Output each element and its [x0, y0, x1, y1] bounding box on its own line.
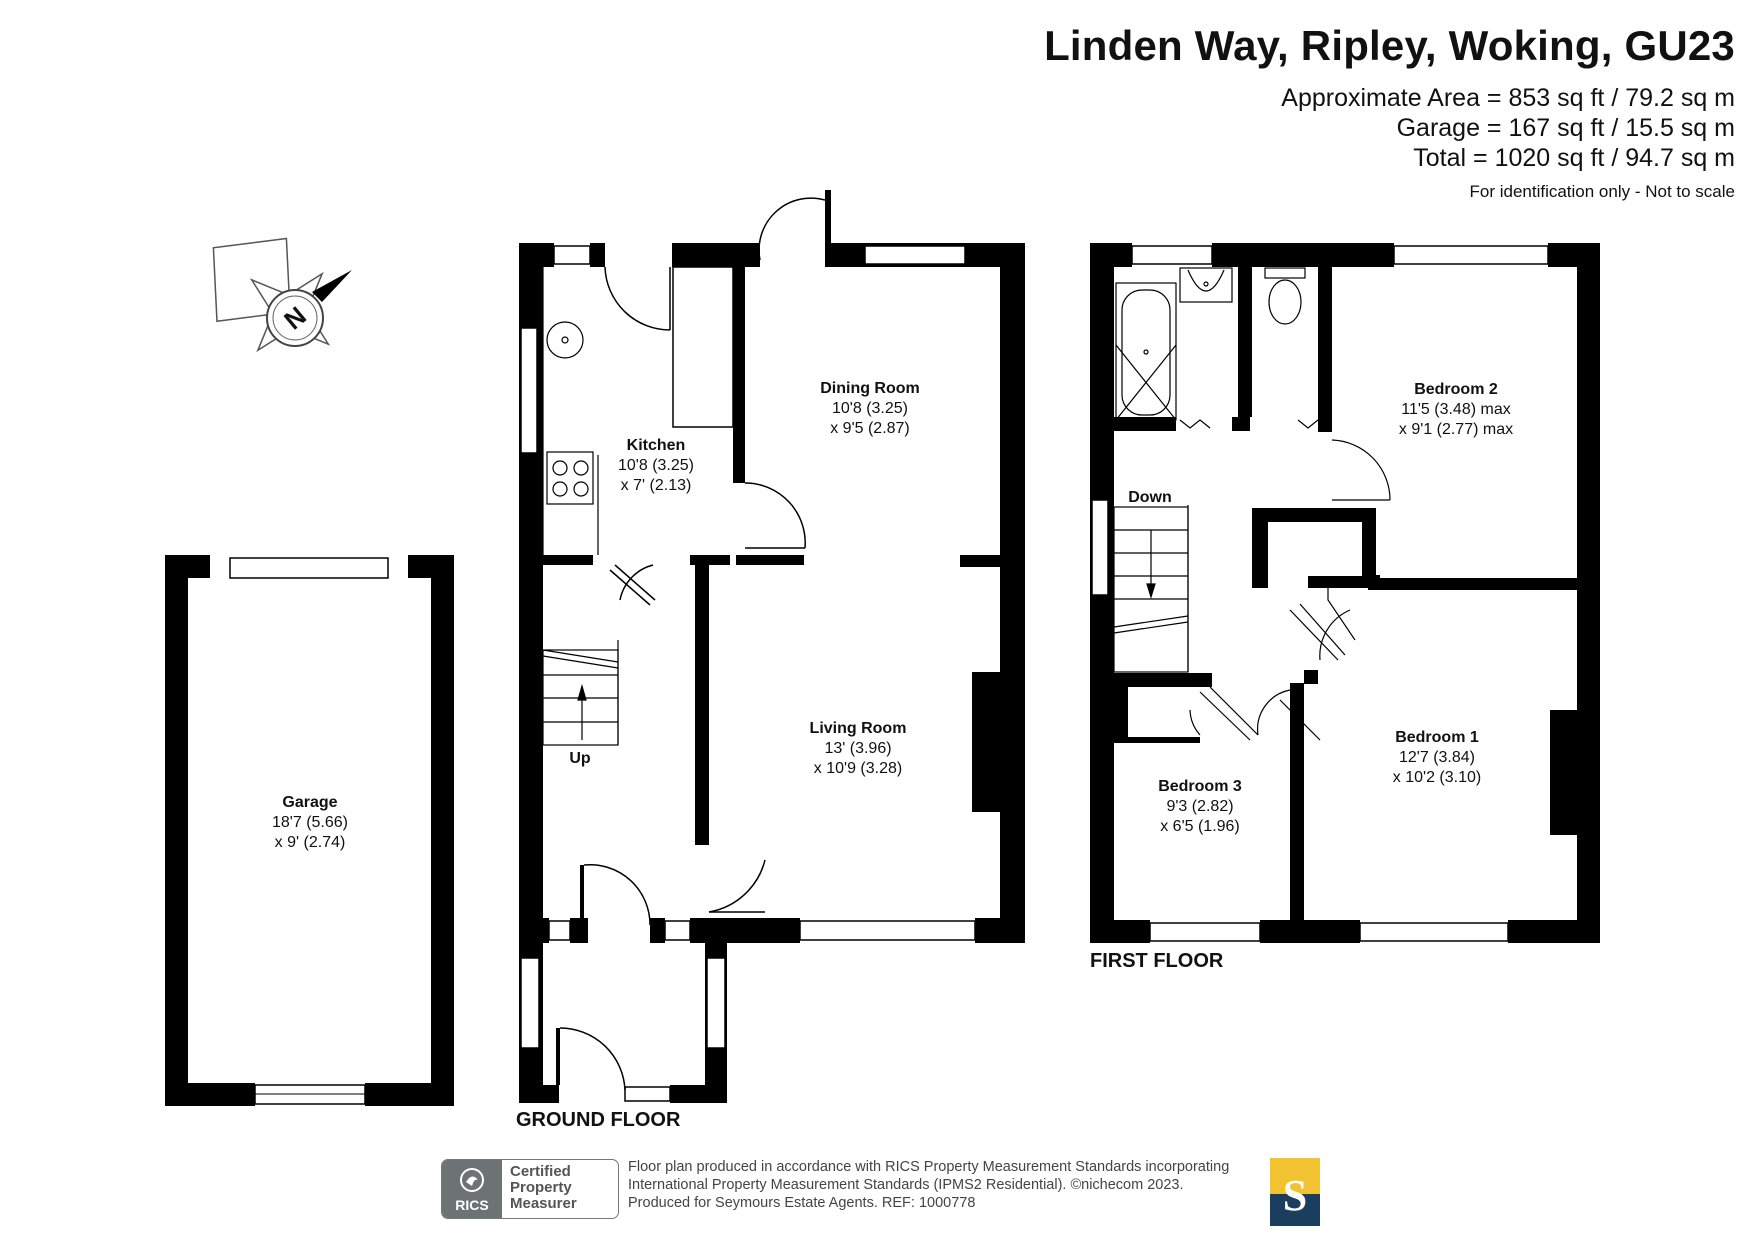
svg-text:Bedroom 1: Bedroom 1 [1395, 729, 1479, 746]
disclaimer: For identification only - Not to scale [1469, 182, 1735, 201]
svg-text:S: S [1283, 1171, 1307, 1220]
ground-floor-label: GROUND FLOOR [516, 1109, 681, 1131]
room-label-living-room: Living Room 13' (3.96) x 10'9 (3.28) [810, 720, 907, 777]
room-label-bedroom-2: Bedroom 2 11'5 (3.48) max x 9'1 (2.77) m… [1399, 381, 1513, 438]
svg-text:Kitchen: Kitchen [627, 437, 686, 454]
rics-certified-text: Certified Property Measurer [510, 1163, 577, 1212]
svg-text:11'5 (3.48) max: 11'5 (3.48) max [1401, 401, 1510, 418]
footer-line-2: International Property Measurement Stand… [628, 1177, 1184, 1193]
first-floor-label: FIRST FLOOR [1090, 950, 1224, 972]
svg-text:Bedroom 2: Bedroom 2 [1414, 381, 1498, 398]
first-floor-walls [1090, 243, 1600, 943]
svg-text:x 6'5 (1.96): x 6'5 (1.96) [1160, 818, 1240, 835]
room-label-garage: Garage 18'7 (5.66) x 9' (2.74) [272, 794, 348, 851]
total-area: Total = 1020 sq ft / 94.7 sq m [1413, 144, 1735, 172]
svg-text:12'7 (3.84): 12'7 (3.84) [1399, 749, 1475, 766]
svg-text:Dining Room: Dining Room [820, 380, 920, 397]
garage-walls [165, 555, 454, 1106]
svg-text:Garage: Garage [282, 794, 337, 811]
stairs-down-label: Down [1128, 489, 1172, 506]
approximate-area: Approximate Area = 853 sq ft / 79.2 sq m [1281, 84, 1735, 112]
svg-text:x 9' (2.74): x 9' (2.74) [275, 834, 346, 851]
svg-text:x 7' (2.13): x 7' (2.13) [621, 477, 692, 494]
ground-floor-walls [519, 190, 1025, 1103]
room-label-dining-room: Dining Room 10'8 (3.25) x 9'5 (2.87) [820, 380, 920, 437]
ground-stairs [542, 640, 619, 746]
rics-lion-icon: RICS [455, 1168, 489, 1213]
svg-text:RICS: RICS [455, 1197, 488, 1213]
compass-icon: N [212, 237, 352, 353]
room-label-bedroom-3: Bedroom 3 9'3 (2.82) x 6'5 (1.96) [1158, 778, 1242, 835]
footer-line-1: Floor plan produced in accordance with R… [628, 1159, 1230, 1175]
svg-text:x 10'2 (3.10): x 10'2 (3.10) [1393, 769, 1481, 786]
footer-line-3: Produced for Seymours Estate Agents. REF… [628, 1195, 976, 1211]
garage-area: Garage = 167 sq ft / 15.5 sq m [1396, 114, 1735, 142]
svg-text:9'3 (2.82): 9'3 (2.82) [1166, 798, 1233, 815]
first-floor-fixtures [1113, 267, 1391, 741]
room-label-bedroom-1: Bedroom 1 12'7 (3.84) x 10'2 (3.10) [1393, 729, 1481, 786]
svg-text:10'8 (3.25): 10'8 (3.25) [832, 400, 908, 417]
svg-text:Bedroom 3: Bedroom 3 [1158, 778, 1242, 795]
property-title: Linden Way, Ripley, Woking, GU23 [1044, 22, 1735, 69]
svg-text:18'7 (5.66): 18'7 (5.66) [272, 814, 348, 831]
stairs-up-label: Up [569, 750, 591, 767]
seymours-logo-icon: S [1270, 1158, 1320, 1226]
rics-logo: RICS [442, 1160, 502, 1218]
svg-text:13' (3.96): 13' (3.96) [824, 740, 891, 757]
svg-text:Living Room: Living Room [810, 720, 907, 737]
kitchen-fixtures [542, 260, 599, 555]
room-label-kitchen: Kitchen 10'8 (3.25) x 7' (2.13) [618, 437, 694, 494]
svg-text:x 10'9 (3.28): x 10'9 (3.28) [814, 760, 902, 777]
svg-text:10'8 (3.25): 10'8 (3.25) [618, 457, 694, 474]
rics-certified-badge: RICS Certified Property Measurer [441, 1159, 619, 1219]
svg-text:x 9'1 (2.77) max: x 9'1 (2.77) max [1399, 421, 1513, 438]
ground-floor-doors [559, 197, 826, 1091]
footer-notice: Floor plan produced in accordance with R… [628, 1158, 1268, 1212]
svg-text:x 9'5 (2.87): x 9'5 (2.87) [830, 420, 910, 437]
